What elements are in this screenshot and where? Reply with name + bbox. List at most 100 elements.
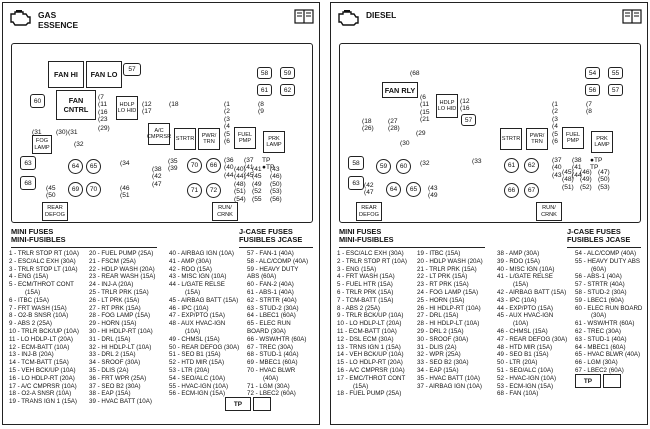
fuse-64: 64 <box>68 159 83 174</box>
fuse-list-item: 64 - MBEC1 (60A) <box>575 343 626 351</box>
fuse-list-item: 8 - ABS 2 (25A) <box>337 304 380 312</box>
fan-rly-relay: FAN RLY <box>382 82 418 98</box>
fuse-list-item: 44 - L/GATE RELSE <box>169 281 225 289</box>
fuse-list-item: 60 - FAN-2 (40A) <box>247 281 294 289</box>
fuse-list-item: 5 - FUEL HTR (15A) <box>337 281 393 289</box>
fuse-list-item: (30A) <box>591 312 607 320</box>
fuse-list-item: 63 - STUD-2 (30A) <box>247 304 299 312</box>
fan-hi-relay: FAN HI <box>48 61 84 88</box>
fuse-56: 56 <box>585 84 600 96</box>
fuse-list-item: 49 - CHMSL (15A) <box>169 335 220 343</box>
fuse-list-item: 72 - LBEC2 (60A) <box>247 390 296 398</box>
fuse-list-item: 6 - ITBC (15A) <box>9 296 49 304</box>
fuse-list-item: 67 - LBEC2 (60A) <box>575 366 624 374</box>
fuse-63: 63 <box>348 176 364 190</box>
fuse-67: 67 <box>524 183 539 198</box>
fuse-list-item: 42 - AIRBAG BATT (15A) <box>497 288 567 296</box>
fuse-list-item: 57 - FAN-1 (40A) <box>247 250 294 257</box>
fuse-list-item: 45 - AUX HVAC-IGN <box>497 312 554 320</box>
fuse-list-item: 2 - ESC/ALC EXH (30A) <box>9 257 76 265</box>
fuse-60: 60 <box>396 159 411 174</box>
fuse-list-item: 18 - FUEL PUMP (25A) <box>337 390 402 398</box>
fuse-list-item: 39 - RDO (15A) <box>497 257 540 265</box>
manual-book-icon <box>294 9 314 24</box>
fuse-list-item: 47 - REAR DEFOG (30A) <box>497 335 568 343</box>
fuse-list-item: 13 - TRNS IGN 1 (15A) <box>337 343 401 351</box>
fuse-list-item: 70 - HVAC BLWR <box>247 366 296 374</box>
fuse-list-item: 29 - DRL 2 (15A) <box>417 327 464 335</box>
fuse-list-item: 54 - ALC/COMP (40A) <box>575 250 637 257</box>
fuse-list-item: 58 - ALC/COMP (40A) <box>247 257 309 265</box>
fuse-list-item: (60A) <box>591 265 607 273</box>
manual-book-icon <box>622 9 642 24</box>
fuse-62: 62 <box>524 158 539 173</box>
fuse-list-item: 5 - ECM/THROT CONT <box>9 281 74 289</box>
tp-symbol-icon <box>253 397 271 411</box>
fuse-58: 58 <box>257 67 272 79</box>
fuse-list-item: 43 - MISC IGN (10A) <box>169 273 227 281</box>
fuse-list-item: 53 - LTR (20A) <box>169 366 210 374</box>
fuse-list-item: 69 - MBEC1 (60A) <box>247 359 298 367</box>
fuse-list-item: 44 - EXP/PTO (15A) <box>497 304 553 312</box>
fuse-list-item: BOARD (30A) <box>247 327 286 335</box>
fuse-list-item: 9 - ABS 2 (25A) <box>9 320 52 328</box>
fuse-list-item: 20 - FUEL PUMP (25A) <box>89 250 154 257</box>
fuse-list-item: 51 - SEO B1 (15A) <box>169 351 221 359</box>
fuse-list-item: 63 - STUD-1 (40A) <box>575 335 627 343</box>
fuse-list-item: 21 - FSCM (25A) <box>89 257 136 265</box>
fuse-list-item: 21 - TRLR PRK (15A) <box>417 265 477 273</box>
fuse-list-item: 61 - WSW/HTR (60A) <box>575 320 635 328</box>
fuse-list-item: 64 - LBEC1 (60A) <box>247 312 296 320</box>
gas-fuse-list-2: 20 - FUEL PUMP (25A)21 - FSCM (25A)22 - … <box>89 250 155 406</box>
fuse-list-item: 9 - TRLR BCK/UP (10A) <box>337 312 404 320</box>
fuse-59: 59 <box>376 159 391 174</box>
tp-symbol-icon <box>603 374 621 388</box>
fuse-list-item: 57 - STRTR (40A) <box>575 281 625 289</box>
fuse-list-item: 62 - STRTR (40A) <box>247 296 297 304</box>
fuse-list-item: 17 - A/C CMPRSR (10A) <box>9 382 77 390</box>
fuse-list-item: 11 - LO HDLP-LT (20A) <box>9 335 73 343</box>
diesel-title: DIESEL <box>366 10 397 20</box>
fuse-list-item: 48 - AUX HVAC-IGN <box>169 320 226 328</box>
fuse-list-item: 60 - ELEC RUN BOARD <box>575 304 643 312</box>
tp-label: TP <box>225 397 251 411</box>
fuse-list-item: 59 - HEAVY DUTY <box>247 265 299 273</box>
fuse-list-item: 18 - O2-A SNSR (10A) <box>9 390 72 398</box>
fuse-66: 66 <box>504 183 519 198</box>
fuse-list-item: 22 - HDLP WASH (20A) <box>89 265 155 273</box>
diesel-fuse-list-1: 1 - ESC/ALC EXH (30A)2 - TRLR STOP RT (1… <box>337 250 407 398</box>
fuse-71: 71 <box>187 183 202 198</box>
fuse-list-item: 65 - ELEC RUN <box>247 320 291 328</box>
fuse-list-item: 55 - HEAVY DUTY ABS <box>575 257 640 265</box>
fuse-list-item: 66 - LGM (30A) <box>575 359 618 367</box>
engine-warning-icon <box>10 10 31 26</box>
fuse-list-item: 68 - STUD-1 (40A) <box>247 351 299 359</box>
fuse-70b: 70 <box>86 182 101 197</box>
strtr-relay: STRTR <box>174 128 196 150</box>
fuse-list-item: 11 - ECM-BATT (10A) <box>337 327 397 335</box>
fuse-62: 62 <box>280 84 295 96</box>
fuse-list-item: 61 - ABS-1 (40A) <box>247 288 294 296</box>
fuse-list-item: 52 - HTD MIR (15A) <box>169 359 225 367</box>
fuse-list-item: 1 - ESC/ALC EXH (30A) <box>337 250 404 257</box>
tp-label: TP <box>575 374 601 388</box>
fuse-list-item: 3 - ENG (15A) <box>337 265 377 273</box>
fuse-list-item: 13 - INJ-B (20A) <box>9 351 54 359</box>
fuse-65: 65 <box>86 159 101 174</box>
fuse-list-item: 27 - RT PRK (15A) <box>89 304 141 312</box>
fuse-list-item: (15A) <box>353 382 369 390</box>
fuse-list-item: 28 - FOG LAMP (15A) <box>89 312 151 320</box>
diesel-fuse-list-3: 38 - AMP (30A)39 - RDO (15A)40 - MISC IG… <box>497 250 567 398</box>
fuse-60: 60 <box>30 94 45 108</box>
fuse-list-item: 20 - HDLP WASH (20A) <box>417 257 483 265</box>
